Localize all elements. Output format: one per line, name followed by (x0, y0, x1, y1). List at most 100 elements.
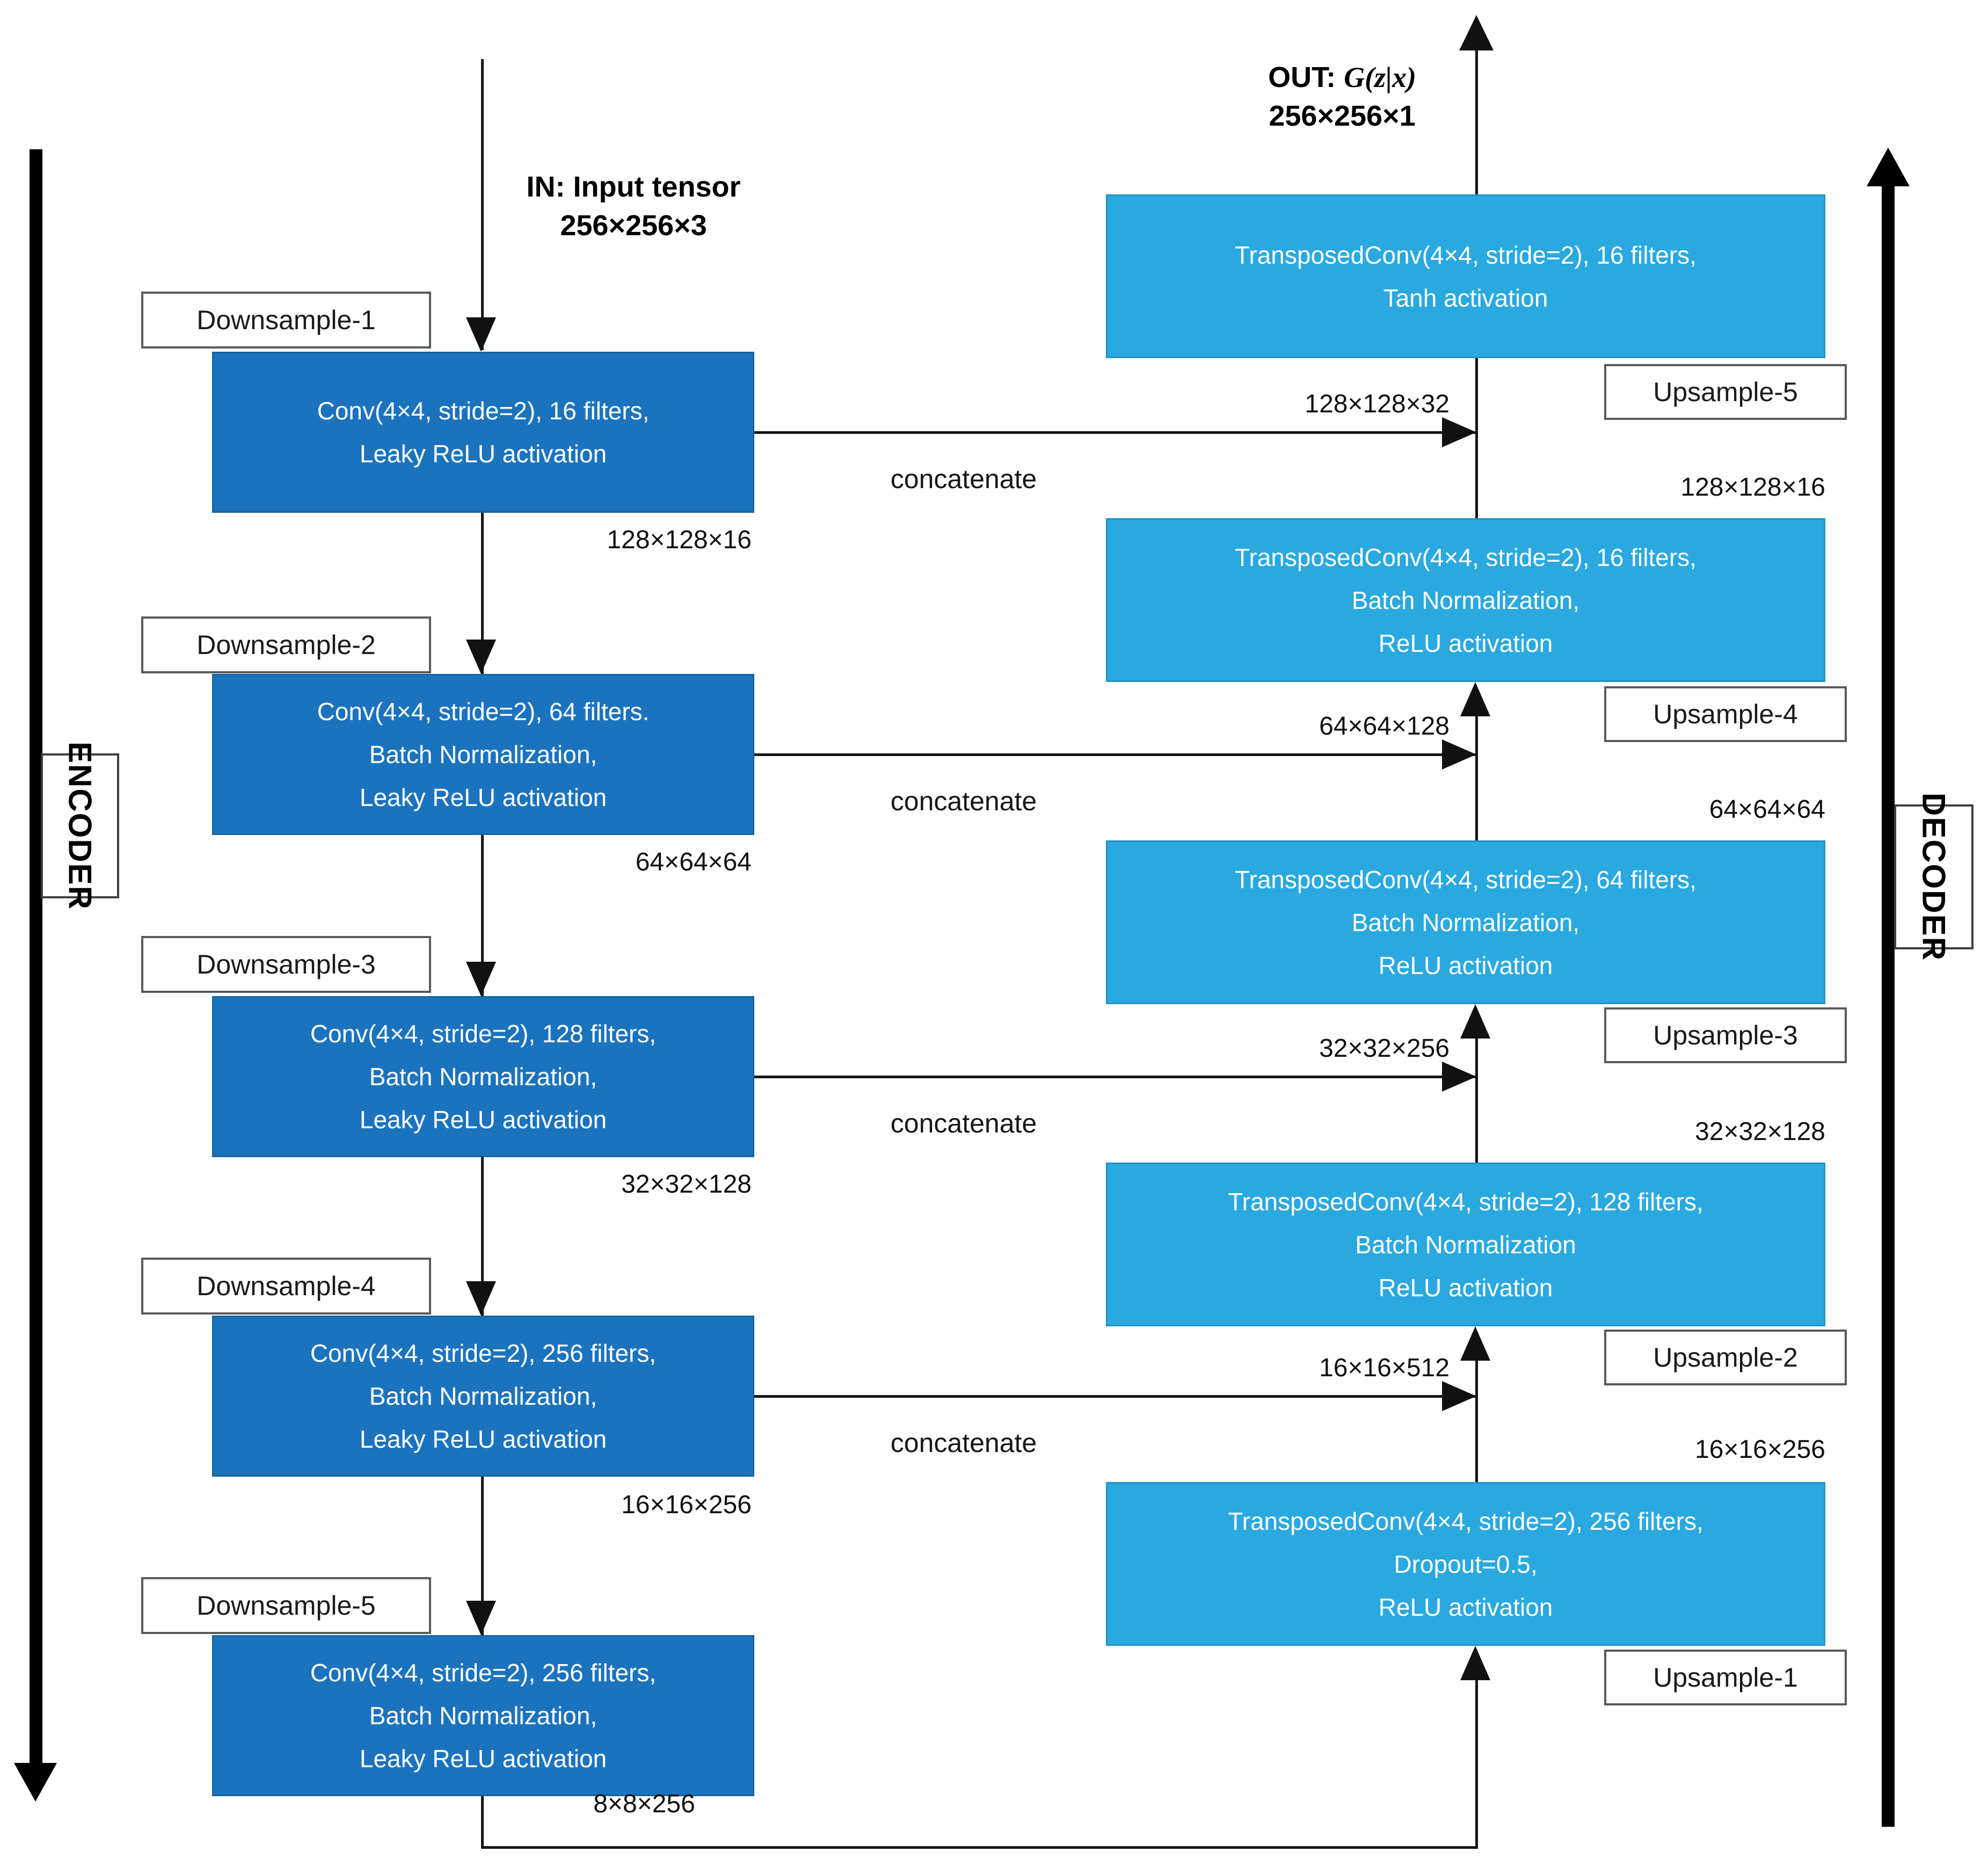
upsample-4-box: TransposedConv(4×4, stride=2), 16 filter… (1106, 518, 1825, 682)
upsample-5-box: TransposedConv(4×4, stride=2), 16 filter… (1106, 194, 1825, 358)
layer-text-line: Batch Normalization (1355, 1230, 1576, 1259)
downsample-1-tag: Downsample-1 (141, 292, 431, 348)
concatenate-label-4: concatenate (890, 1428, 1037, 1458)
layer-text-line: Leaky ReLU activation (359, 1745, 607, 1773)
layer-text-line: Leaky ReLU activation (359, 440, 607, 468)
output-tensor-label: OUT: G(z|x) 256×256×1 (1203, 58, 1482, 135)
arrow-into-downsample-3-icon (466, 962, 496, 996)
skip-connection-line-3 (754, 1076, 1475, 1078)
output-math-expression: G(z|x) (1344, 61, 1416, 93)
concatenate-label-2: concatenate (890, 786, 1037, 816)
input-tensor-title: IN: Input tensor (526, 171, 741, 203)
skip-3-dim: 32×32×256 (1319, 1034, 1450, 1063)
upsample-1-output-dim: 16×16×256 (1695, 1435, 1825, 1464)
decoder-side-label: DECODER (1894, 793, 1974, 961)
skip-arrowhead-2-icon (1442, 739, 1476, 769)
encoder-side-label: ENCODER (41, 742, 119, 910)
downsample-4-box: Conv(4×4, stride=2), 256 filters, Batch … (212, 1316, 754, 1477)
upsample-3-tag: Upsample-3 (1604, 1007, 1847, 1063)
input-tensor-label: IN: Input tensor 256×256×3 (499, 168, 768, 245)
layer-text-line: ReLU activation (1378, 629, 1553, 657)
skip-2-dim: 64×64×128 (1319, 712, 1450, 740)
layer-text-line: Conv(4×4, stride=2), 128 filters, (310, 1020, 657, 1048)
concatenate-label-1: concatenate (890, 464, 1037, 494)
decoder-flow-line (1475, 1680, 1478, 1849)
downsample-5-tag: Downsample-5 (141, 1577, 431, 1634)
layer-text-line: ReLU activation (1378, 1273, 1553, 1302)
downsample-3-output-dim: 32×32×128 (621, 1170, 752, 1199)
decoder-flow-line (1475, 716, 1478, 840)
skip-connection-line-1 (754, 431, 1475, 434)
layer-text-line: Batch Normalization, (369, 740, 598, 768)
arrow-into-downsample-4-icon (466, 1281, 496, 1316)
skip-1-dim: 128×128×32 (1305, 390, 1450, 418)
layer-text-line: Leaky ReLU activation (359, 1425, 607, 1453)
layer-text-line: Batch Normalization, (1351, 908, 1580, 936)
encoder-flow-line (481, 835, 484, 996)
upsample-5-tag: Upsample-5 (1604, 364, 1847, 420)
arrow-into-downsample-5-icon (466, 1601, 496, 1635)
skip-4-dim: 16×16×512 (1319, 1354, 1450, 1382)
downsample-1-box: Conv(4×4, stride=2), 16 filters, Leaky R… (212, 352, 754, 513)
bottleneck-rail-line (481, 1846, 1478, 1849)
upsample-4-tag: Upsample-4 (1604, 686, 1847, 742)
arrow-into-upsample-3-icon (1460, 1004, 1490, 1039)
layer-text-line: TransposedConv(4×4, stride=2), 16 filter… (1235, 241, 1696, 269)
skip-arrowhead-4-icon (1442, 1381, 1476, 1411)
encoder-direction-arrow-shaft (30, 149, 42, 1763)
arrow-into-downsample-1-icon (466, 317, 496, 352)
layer-text-line: Conv(4×4, stride=2), 256 filters, (310, 1659, 657, 1687)
layer-text-line: Dropout=0.5, (1394, 1550, 1538, 1578)
downsample-1-output-dim: 128×128×16 (607, 526, 752, 554)
input-tensor-dims: 256×256×3 (560, 209, 707, 242)
arrow-into-upsample-2-icon (1460, 1326, 1490, 1361)
encoder-flow-line (481, 59, 484, 350)
downsample-5-output-dim: 8×8×256 (593, 1790, 695, 1818)
layer-text-line: Tanh activation (1383, 284, 1548, 312)
arrow-into-upsample-1-icon (1460, 1646, 1490, 1680)
layer-text-line: TransposedConv(4×4, stride=2), 256 filte… (1228, 1507, 1703, 1535)
decoder-direction-arrow-shaft (1882, 186, 1895, 1827)
layer-text-line: Leaky ReLU activation (359, 1106, 607, 1134)
layer-text-line: TransposedConv(4×4, stride=2), 128 filte… (1228, 1187, 1703, 1216)
layer-text-line: TransposedConv(4×4, stride=2), 16 filter… (1235, 543, 1696, 571)
downsample-4-tag: Downsample-4 (141, 1258, 431, 1315)
downsample-5-box: Conv(4×4, stride=2), 256 filters, Batch … (212, 1635, 754, 1796)
skip-arrowhead-1-icon (1442, 417, 1476, 447)
encoder-flow-line (481, 1796, 484, 1849)
upsample-3-box: TransposedConv(4×4, stride=2), 64 filter… (1106, 840, 1825, 1004)
skip-connection-line-4 (754, 1395, 1475, 1398)
layer-text-line: Conv(4×4, stride=2), 16 filters, (317, 397, 650, 425)
layer-text-line: Batch Normalization, (369, 1382, 598, 1410)
output-tensor-title: OUT: G(z|x) (1268, 61, 1416, 93)
skip-connection-line-2 (754, 753, 1475, 756)
decoder-flow-line (1475, 50, 1478, 194)
layer-text-line: Conv(4×4, stride=2), 256 filters, (310, 1339, 657, 1367)
upsample-3-output-dim: 64×64×64 (1709, 795, 1825, 824)
upsample-4-output-dim: 128×128×16 (1680, 473, 1825, 502)
decoder-flow-line (1475, 1039, 1478, 1163)
downsample-3-box: Conv(4×4, stride=2), 128 filters, Batch … (212, 996, 754, 1157)
encoder-direction-arrowhead-icon (14, 1763, 57, 1802)
upsample-2-tag: Upsample-2 (1604, 1330, 1847, 1385)
layer-text-line: Conv(4×4, stride=2), 64 filters. (317, 698, 650, 725)
output-tensor-dims: 256×256×1 (1269, 100, 1416, 132)
downsample-2-output-dim: 64×64×64 (635, 848, 752, 876)
layer-text-line: Batch Normalization, (1351, 586, 1580, 614)
decoder-flow-line (1475, 1361, 1478, 1482)
layer-text-line: Leaky ReLU activation (359, 783, 607, 811)
skip-arrowhead-3-icon (1442, 1062, 1476, 1092)
output-prefix: OUT: (1268, 61, 1336, 93)
decoder-direction-arrowhead-icon (1867, 148, 1910, 186)
arrow-into-downsample-2-icon (466, 640, 496, 674)
decoder-flow-line (1475, 358, 1478, 518)
layer-text-line: ReLU activation (1378, 1593, 1553, 1621)
layer-text-line: Batch Normalization, (369, 1702, 598, 1730)
downsample-2-box: Conv(4×4, stride=2), 64 filters. Batch N… (212, 674, 754, 835)
output-arrowhead-icon (1459, 15, 1494, 50)
encoder-flow-line (481, 513, 484, 674)
encoder-flow-line (481, 1477, 484, 1636)
layer-text-line: Batch Normalization, (369, 1063, 598, 1091)
arrow-into-upsample-4-icon (1460, 682, 1490, 716)
upsample-1-box: TransposedConv(4×4, stride=2), 256 filte… (1106, 1482, 1825, 1646)
